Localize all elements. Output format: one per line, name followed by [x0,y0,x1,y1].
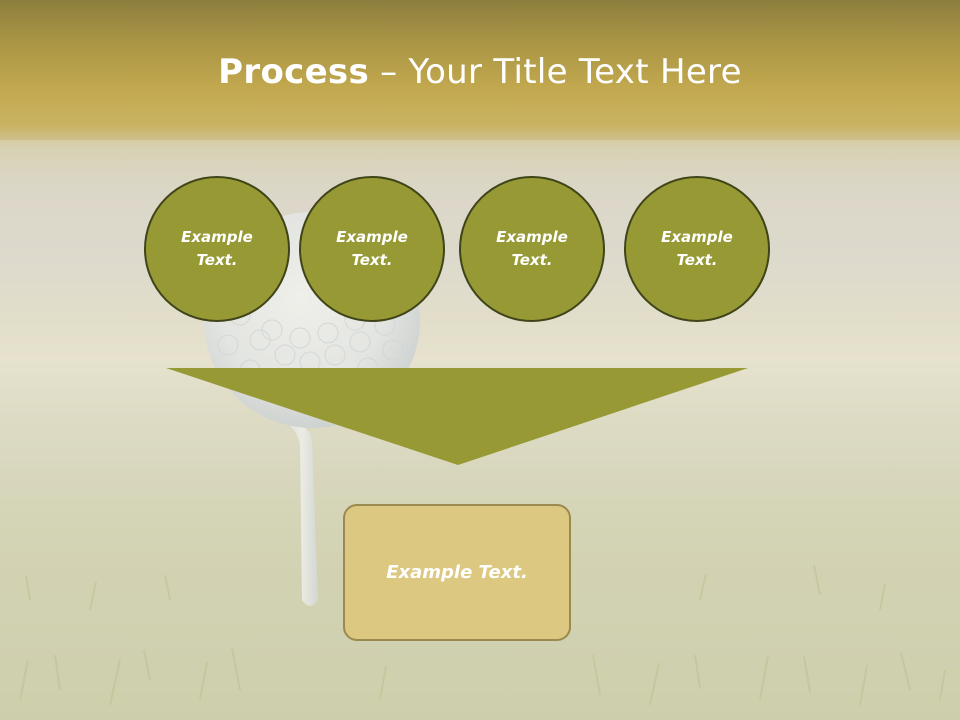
process-step-circle-4[interactable]: Example Text. [624,176,770,322]
circle-label-3: Example Text. [496,228,568,269]
circle-label-1: Example Text. [181,228,253,269]
process-step-circle-1[interactable]: Example Text. [144,176,290,322]
title-bold-text: Process [218,52,370,92]
process-step-circle-3[interactable]: Example Text. [459,176,605,322]
down-arrow-shape [166,368,748,465]
circle-label-4: Example Text. [661,228,733,269]
result-box-label: Example Text. [386,562,528,583]
slide-title: Process – Your Title Text Here [0,52,960,92]
result-box[interactable]: Example Text. [343,504,571,641]
title-rest-text: – Your Title Text Here [369,52,742,92]
process-step-circle-2[interactable]: Example Text. [299,176,445,322]
circle-label-2: Example Text. [336,228,408,269]
